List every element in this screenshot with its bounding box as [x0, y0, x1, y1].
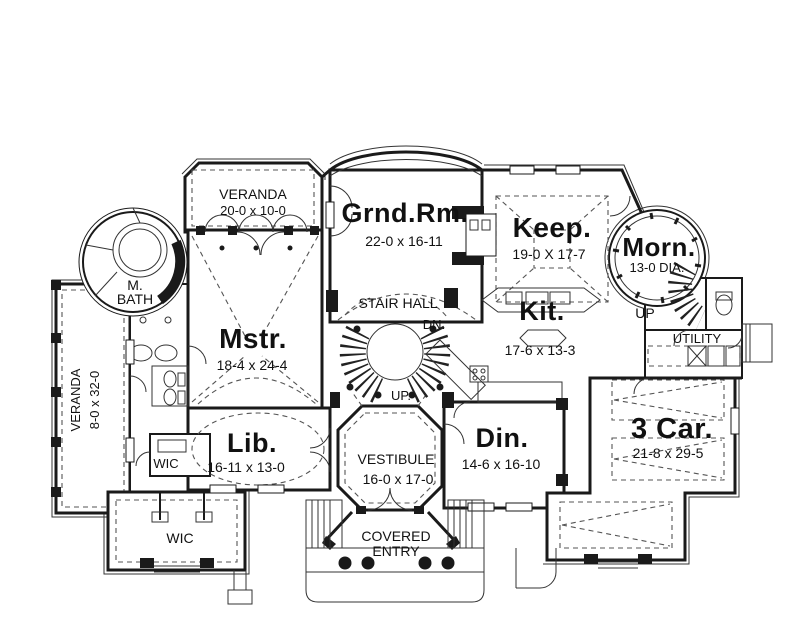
- dryer: [707, 345, 725, 367]
- bidet: [163, 388, 177, 406]
- wic-upper-label: WIC: [153, 456, 178, 471]
- grand-room-dims: 22-0 x 16-11: [365, 233, 443, 249]
- wic-lower-room: [106, 490, 247, 572]
- utility-fittings: [647, 291, 741, 367]
- wic-upper-room: [149, 433, 211, 477]
- entry-columns: [338, 556, 455, 570]
- fireplace: [452, 206, 497, 265]
- keeping-room-dims: 19-0 X 17-7: [512, 246, 585, 262]
- kitchen-dims: 17-6 x 13-3: [505, 342, 576, 358]
- stair-up-label: UP.: [391, 388, 411, 403]
- range: [469, 365, 489, 383]
- dining-dims: 14-6 x 16-10: [462, 456, 541, 472]
- labels: VERANDA 20-0 x 10-0 VERANDA 8-0 x 32-0 M…: [68, 186, 722, 559]
- kitchen-table: [519, 329, 567, 347]
- covered-entry-label-1: COVERED: [361, 528, 430, 544]
- keeping-room-label: Keep.: [513, 212, 592, 243]
- veranda-left-label: VERANDA: [68, 368, 83, 431]
- vanity-sink: [154, 344, 178, 362]
- stair-hall-label: STAIR HALL: [358, 295, 437, 311]
- vestibule-label: VESTIBULE: [357, 451, 434, 467]
- library-label: Lib.: [227, 428, 277, 458]
- grand-room-arch: [337, 293, 477, 321]
- stair-fan-right: [404, 325, 451, 405]
- toilet: [163, 370, 177, 388]
- morning-room-turret: [608, 209, 706, 307]
- door-arcs: [129, 185, 743, 511]
- stair-newel-dots: [346, 325, 444, 399]
- grand-room-label: Grnd.Rm.: [341, 198, 468, 228]
- back-stair-fan: [668, 261, 707, 330]
- stair-down-label: DN.: [423, 317, 445, 332]
- garage-label: 3 Car.: [631, 413, 713, 445]
- master-room: [186, 228, 324, 412]
- toilet: [715, 294, 733, 316]
- master-dims: 18-4 x 24-4: [217, 357, 288, 373]
- entry-steps-left: [305, 499, 343, 549]
- grand-stair: [339, 323, 451, 405]
- side-stoop: [741, 323, 773, 363]
- library-room: [186, 406, 332, 492]
- veranda-left-room: [54, 282, 132, 515]
- stair-fan-left: [339, 325, 386, 405]
- walkways: [154, 548, 638, 605]
- kitchen-label: Kit.: [519, 296, 565, 326]
- dining-room: [442, 400, 566, 510]
- veranda-top-label: VERANDA: [219, 186, 287, 202]
- library-dims: 16-11 x 13-0: [207, 459, 285, 475]
- kitchen-counter: [477, 381, 563, 403]
- master-label: Mstr.: [219, 323, 287, 354]
- turrets: [78, 207, 706, 317]
- entry-platform: [305, 547, 485, 603]
- windows: [125, 165, 740, 512]
- veranda-top-dims: 20-0 x 10-0: [220, 203, 286, 218]
- master-bath-label-1: M.: [127, 277, 143, 293]
- wic-details: [151, 439, 213, 523]
- dining-label: Din.: [476, 423, 529, 453]
- garage-parking-marks: [559, 379, 725, 549]
- kitchen-island: [481, 287, 601, 313]
- water-closet: [151, 365, 189, 407]
- keeping-room-walls: [482, 168, 644, 215]
- veranda-left-dims: 8-0 x 32-0: [87, 371, 102, 430]
- entry-steps-right: [447, 499, 485, 549]
- vestibule-dims: 16-0 x 17-0: [363, 471, 434, 487]
- kitchen-fittings: [425, 287, 601, 403]
- ceiling-details: [191, 195, 609, 486]
- morning-room-dims: 13-0 DIA.: [630, 260, 685, 275]
- garage-room: [545, 376, 737, 562]
- covered-entry-area: [154, 499, 638, 605]
- covered-entry-label-2: ENTRY: [372, 543, 420, 559]
- master-arch-details: [204, 214, 308, 251]
- morning-room-window-ticks: [612, 212, 702, 304]
- back-stair-up-label: UP: [635, 305, 654, 321]
- master-bath-label-2: BATH: [117, 291, 153, 307]
- garage-dims: 21-8 x 29-5: [633, 445, 704, 461]
- turret-wall-shadow: [156, 239, 186, 305]
- morning-room-label: Morn.: [622, 232, 695, 262]
- washer: [687, 345, 707, 367]
- wic-lower-label: WIC: [166, 530, 193, 546]
- utility-label: UTILITY: [673, 331, 722, 346]
